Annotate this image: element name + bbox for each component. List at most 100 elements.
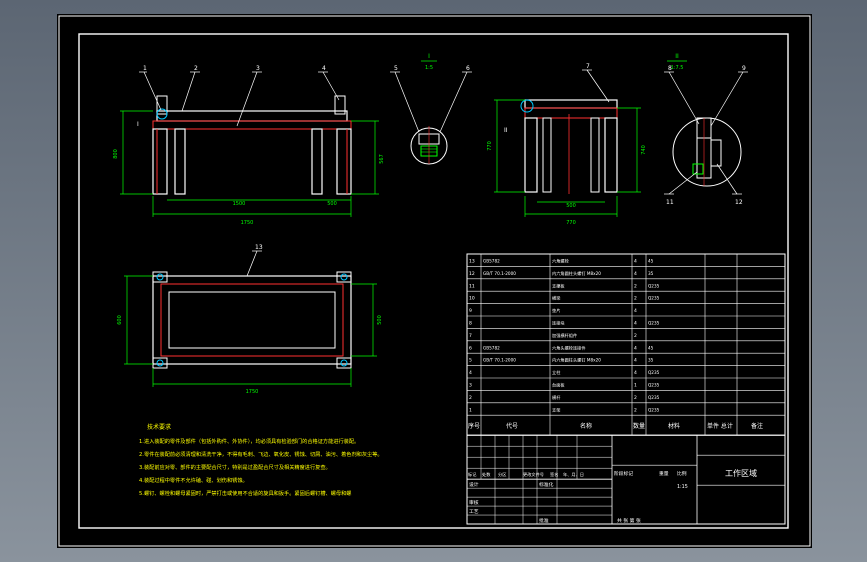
cad-drawing: 1 2 3 4 I 1750 1500 500 800 567 I 1:5: [58, 15, 811, 547]
dim-top-length: 1750: [246, 389, 259, 395]
bom-mat: Q235: [648, 395, 660, 400]
bom-mat: Q235: [648, 370, 660, 375]
detail-I-scale: 1:5: [425, 65, 433, 71]
bom-name: 台面板: [552, 382, 565, 389]
bom-no: 1: [469, 407, 472, 413]
dim-front-overall: 1750: [241, 220, 254, 226]
balloon-1: 1: [143, 65, 147, 72]
balloon-3: 3: [256, 65, 260, 72]
balloon-11: 11: [666, 199, 674, 206]
dim-front-inner: 1500: [233, 201, 246, 207]
bom-code: GB5782: [483, 345, 500, 350]
tb-row-label: 签名: [550, 471, 558, 478]
bom-name: 六角螺栓: [552, 258, 570, 265]
bom-name: 内六角圆柱头螺钉 M8x20: [552, 270, 601, 277]
bom-header-qty: 数量: [633, 422, 645, 430]
dim-front-right: 500: [327, 201, 337, 207]
bom-name: 六角头螺栓连接件: [552, 344, 586, 351]
bom-qty: 2: [634, 395, 637, 401]
bom-no: 3: [469, 383, 472, 389]
outer-border: [58, 15, 811, 547]
bom-qty: 2: [634, 333, 637, 339]
tb-row-label: 分区: [498, 471, 506, 478]
bom-name: 支撑板: [552, 282, 565, 289]
tb-part-name: 工作区域: [725, 468, 757, 478]
dim-front-height: 800: [113, 149, 119, 159]
inner-border: [78, 33, 789, 529]
dim-side-width: 770: [566, 220, 576, 226]
tb-row-label: 更改文件号: [523, 471, 544, 478]
dim-top-inner: 500: [377, 315, 383, 325]
bom-header-name: 名称: [580, 422, 592, 430]
note-line-4: 4.装配过程中零件不允许磕、碰、划伤和锈蚀。: [139, 476, 248, 484]
tb-design: 设计: [469, 481, 479, 488]
detail-marker-I: I: [137, 121, 139, 128]
balloon-12: 12: [735, 199, 743, 206]
bom-qty: 2: [634, 296, 637, 302]
detail-II-scale: 1:7.5: [671, 65, 684, 71]
balloon-4: 4: [322, 65, 326, 72]
note-line-1: 1.进入装配的零件及部件（包括外购件、外协件），均必须具有检验部门的合格证方能进…: [139, 437, 359, 445]
bom-name: 内六角圆柱头螺钉 M8x20: [552, 357, 601, 364]
bom-qty: 4: [634, 345, 637, 351]
tb-scale: 1:15: [677, 484, 688, 490]
tb-ratio: 比例: [677, 470, 687, 477]
bom-qty: 4: [634, 308, 637, 314]
bom-code: GB5782: [483, 259, 500, 264]
bom-qty: 4: [634, 358, 637, 364]
note-line-3: 3.装配前应对零、部件的主要配合尺寸，特别是过盈配合尺寸及相关精度进行复查。: [139, 463, 331, 471]
bom-mat: 45: [648, 259, 654, 264]
tb-stage: 阶段标记: [614, 470, 633, 477]
detail-I: I 1:5 5 6: [390, 53, 472, 165]
bom-no: 13: [469, 259, 475, 265]
bom-name: 垫片: [552, 307, 560, 314]
bom-name: 连接块: [552, 320, 565, 327]
bom-mat: Q235: [648, 383, 660, 388]
bom-qty: 4: [634, 321, 637, 327]
tb-sheets: 共 张 第 张: [617, 517, 641, 524]
balloon-5: 5: [394, 65, 398, 72]
bom-mat: Q235: [648, 407, 660, 412]
bom-no: 10: [469, 296, 475, 302]
tb-row-label: 年、月、日: [563, 471, 584, 478]
bom-mat: 35: [648, 271, 654, 276]
tb-check: 审核: [469, 499, 479, 506]
bom-qty: 4: [634, 370, 637, 376]
bom-mat: Q235: [648, 283, 660, 288]
tb-approve: 批准: [539, 517, 549, 524]
balloon-7: 7: [586, 63, 590, 70]
detail-I-title: I: [428, 53, 430, 60]
bom-no: 12: [469, 271, 475, 277]
drawing-canvas[interactable]: 1 2 3 4 I 1750 1500 500 800 567 I 1:5: [57, 14, 812, 548]
bom-mat: 45: [648, 345, 654, 350]
dim-side-inner: 500: [566, 203, 576, 209]
tb-row-label: 标记: [468, 471, 477, 478]
balloon-13: 13: [255, 244, 263, 251]
balloon-9: 9: [742, 65, 746, 72]
bom-no: 7: [469, 333, 472, 339]
bom-header-mat: 材料: [668, 422, 680, 430]
bom-no: 8: [469, 321, 472, 327]
note-line-5: 5.螺钉、螺栓和螺母紧固时，严禁打击或使用不合适的旋具和扳手。紧固后螺钉槽、螺母…: [139, 489, 351, 497]
tb-weight: 重量: [659, 470, 669, 477]
detail-II-title: II: [675, 53, 679, 60]
front-view: 1 2 3 4 I 1750 1500 500 800 567: [113, 65, 385, 226]
bom-qty: 4: [634, 259, 637, 265]
balloon-2: 2: [194, 65, 198, 72]
notes-title: 技术要求: [147, 423, 171, 431]
bom-header-no: 序号: [468, 422, 480, 430]
bom-name: 立柱: [552, 369, 561, 376]
top-view: 13 1750 600 500: [117, 244, 383, 395]
tb-process: 工艺: [469, 509, 479, 515]
bom-name: 横梁: [552, 295, 561, 302]
technical-notes: 技术要求 1.进入装配的零件及部件（包括外购件、外协件），均必须具有检验部门的合…: [139, 423, 383, 497]
title-block: 标记处数分区更改文件号签名年、月、日设计审核工艺标准化批准阶段标记重量比例1:1…: [466, 434, 786, 525]
bom-no: 4: [469, 370, 472, 376]
bom-no: 5: [469, 358, 472, 364]
bom-code: GB/T 70.1-2000: [483, 358, 516, 363]
dim-front-height-r: 567: [379, 154, 385, 164]
bom-name: 加强横杆组件: [552, 332, 577, 339]
side-view: 7 II 770 500 770 740: [487, 63, 647, 226]
dim-top-width: 600: [117, 315, 123, 325]
bom-mat: Q235: [648, 321, 660, 326]
